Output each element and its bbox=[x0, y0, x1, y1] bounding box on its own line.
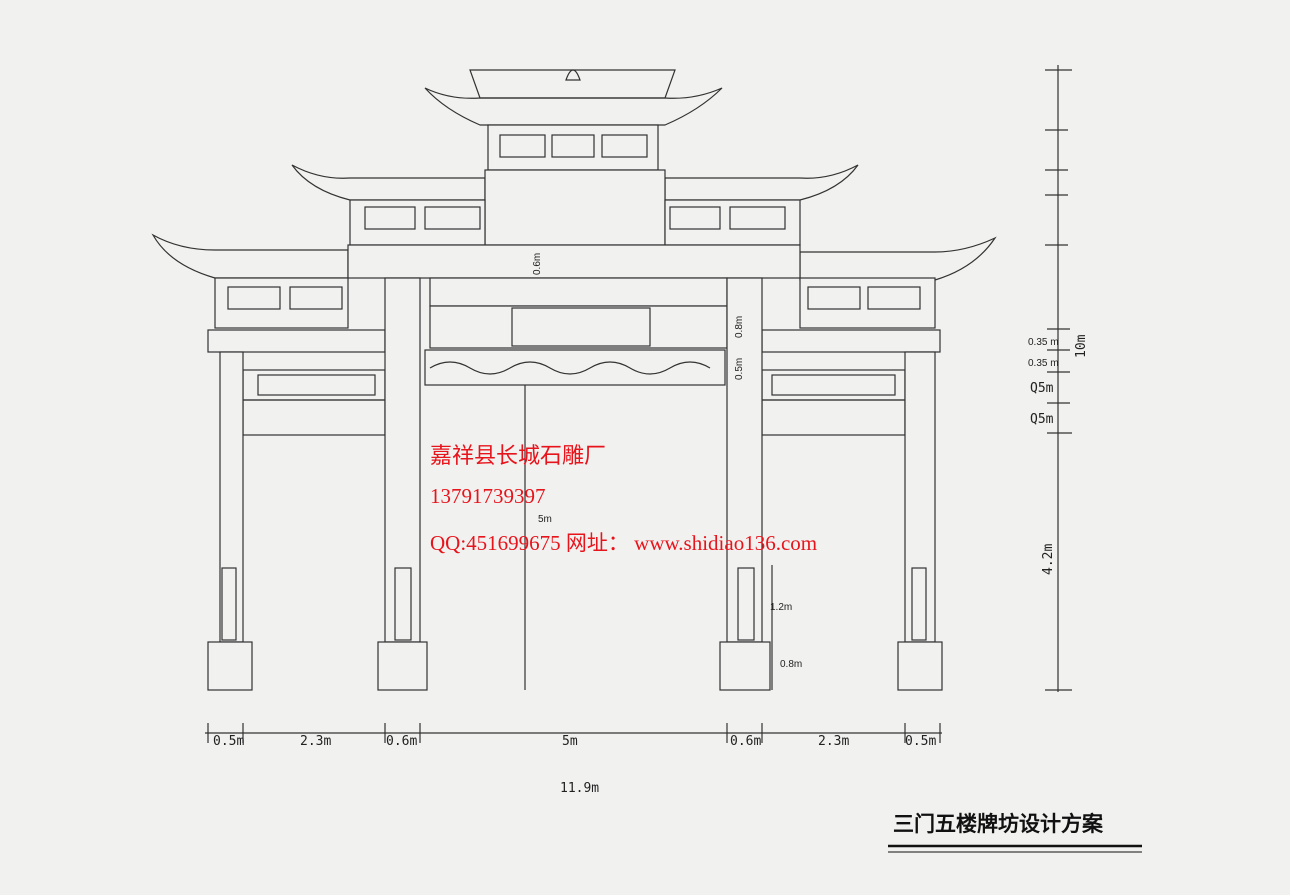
watermark-contact: QQ:451699675 网址： www.shidiao136.com bbox=[430, 531, 817, 555]
dim-label: 0.35 m bbox=[1028, 337, 1059, 348]
dim-label: 0.35 m bbox=[1028, 358, 1059, 369]
middle-roofs bbox=[291, 164, 859, 246]
watermark-company: 嘉祥县长城石雕厂 bbox=[430, 443, 606, 468]
top-roof bbox=[424, 69, 723, 171]
dim-label: 0.6m bbox=[730, 734, 761, 749]
carved-panel bbox=[429, 277, 728, 307]
dim-label: Q5m bbox=[1030, 412, 1054, 427]
label-pillar-stone: 1.2m bbox=[770, 602, 792, 613]
label-dragon-beam: 0.5m bbox=[734, 358, 745, 380]
dim-label: Q5m bbox=[1030, 381, 1054, 396]
dragon-beam bbox=[424, 349, 726, 386]
total-width: 11.9m bbox=[560, 781, 599, 796]
dim-label: 0.6m bbox=[386, 734, 417, 749]
dim-label: 0.5m bbox=[213, 734, 244, 749]
label-base: 0.8m bbox=[780, 659, 802, 670]
vertical-dimension: 0.35 m 0.35 m Q5m Q5m 10m 4.2m bbox=[1028, 65, 1089, 692]
pillars bbox=[207, 277, 943, 691]
dim-label: 5m bbox=[562, 734, 578, 749]
main-beam bbox=[347, 244, 801, 279]
dim-label: 4.2m bbox=[1041, 544, 1056, 575]
horizontal-dimension: 0.5m 2.3m 0.6m 5m 0.6m 2.3m 0.5m 11.9m bbox=[205, 723, 942, 796]
side-roofs bbox=[151, 233, 997, 329]
dim-label: 2.3m bbox=[818, 734, 849, 749]
drawing-title: 三门五楼牌坊设计方案 bbox=[893, 812, 1104, 836]
dim-label: 0.5m bbox=[905, 734, 936, 749]
label-opening: 5m bbox=[538, 514, 552, 525]
label-panel: 0.8m bbox=[734, 316, 745, 338]
watermark-phone: 13791739397 bbox=[430, 484, 546, 508]
label-beam-top: 0.6m bbox=[532, 253, 543, 275]
total-height: 10m bbox=[1074, 334, 1089, 358]
dim-label: 2.3m bbox=[300, 734, 331, 749]
